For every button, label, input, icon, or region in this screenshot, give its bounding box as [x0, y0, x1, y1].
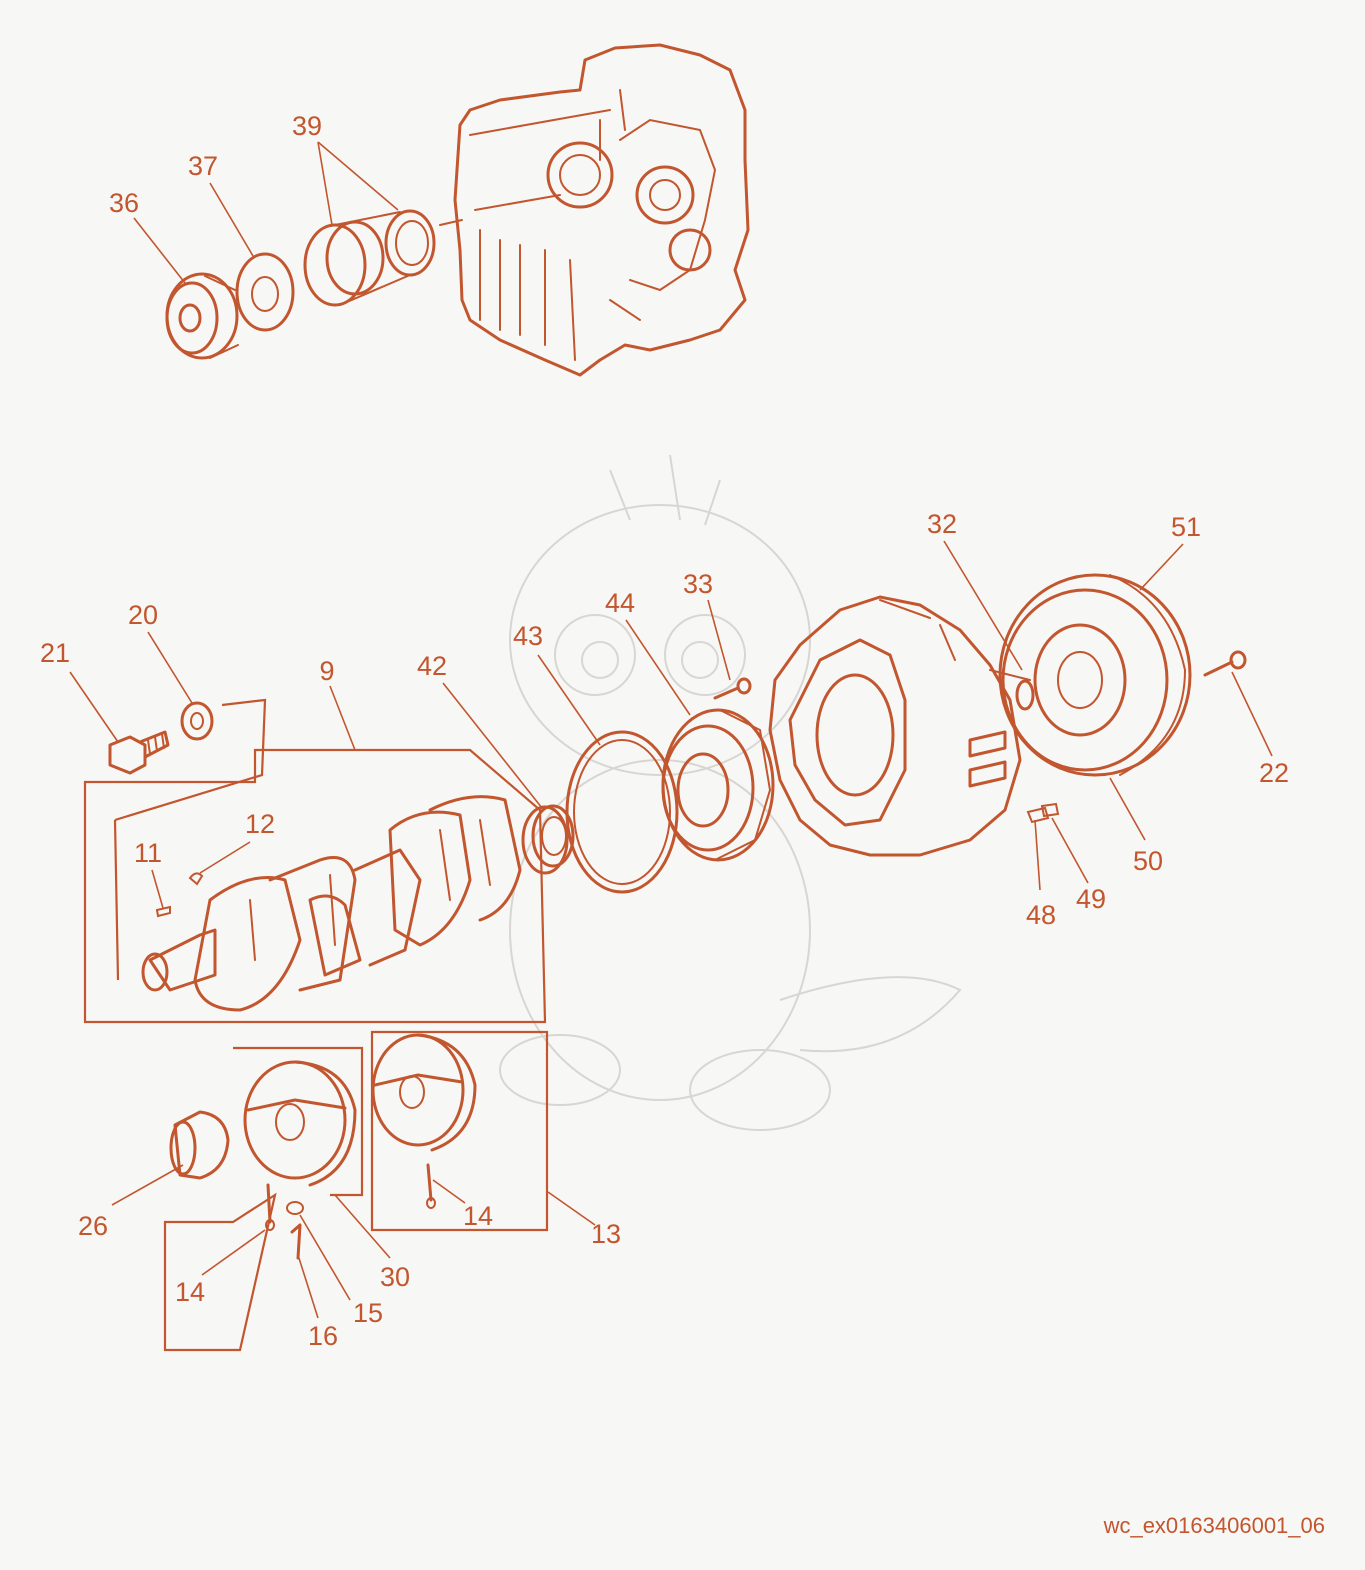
callout-16: 16: [308, 1321, 338, 1351]
callout-11: 11: [134, 838, 162, 868]
balancer-weight-part-13: [371, 1033, 477, 1152]
bolt-part-14-lower: [265, 1183, 275, 1231]
balancer-weight-part-30: [243, 1060, 357, 1187]
bolt-part-14-upper: [426, 1163, 436, 1209]
crankshaft-group-frame-dashed: [113, 698, 267, 981]
oil-seal-part-42: [521, 804, 575, 875]
callout-15: 15: [353, 1298, 383, 1328]
callout-21: 21: [40, 638, 70, 668]
group-13-frame: [370, 1030, 549, 1232]
group-30-frame: [163, 1046, 364, 1352]
drawing-id: wc_ex0163406001_06: [1103, 1513, 1325, 1538]
leader-lines: [69, 141, 1273, 1319]
crankshaft-part-9: [141, 795, 522, 1012]
engine-block: [439, 43, 750, 377]
callout-37: 37: [188, 151, 218, 181]
callout-42: 42: [417, 651, 447, 681]
callout-39: 39: [292, 111, 322, 141]
callout-49: 49: [1076, 884, 1106, 914]
callout-43: 43: [513, 621, 543, 651]
callout-33: 33: [683, 569, 713, 599]
callout-50: 50: [1133, 846, 1163, 876]
callout-44: 44: [605, 588, 635, 618]
callout-20: 20: [128, 600, 158, 630]
callout-12: 12: [245, 809, 275, 839]
seal-carrier-part-44: [661, 708, 775, 862]
callout-14-lower: 14: [175, 1277, 205, 1307]
callout-51: 51: [1171, 512, 1201, 542]
washer-part-15: [286, 1201, 304, 1215]
callout-labels: 36 37 39 21 20 9 42 43 44 33 32 51 22 50…: [40, 111, 1289, 1351]
key-part-11: [155, 905, 171, 918]
callout-36: 36: [109, 188, 139, 218]
lock-plate-part-48-49: [1026, 802, 1060, 824]
bolt-part-33: [713, 677, 752, 700]
bolt-part-22: [1203, 650, 1247, 677]
washer-part-20: [180, 701, 214, 741]
callout-13: 13: [591, 1219, 621, 1249]
flywheel-part-51: [998, 573, 1192, 777]
callout-48: 48: [1026, 900, 1056, 930]
bearing-rings-part-39: [303, 209, 436, 307]
key-part-12: [188, 872, 204, 886]
crankshaft-group-frame: [83, 748, 547, 1024]
timing-gear-part-36: [165, 272, 239, 360]
callout-30: 30: [380, 1262, 410, 1292]
thrust-washer-part-37: [235, 252, 295, 332]
watermark-figure: [499, 454, 962, 1131]
flywheel-housing-part-32: [768, 595, 1035, 857]
callout-22: 22: [1259, 758, 1289, 788]
callout-26: 26: [78, 1211, 108, 1241]
callout-14-upper: 14: [463, 1201, 493, 1231]
hex-bolt-part-21: [108, 730, 170, 775]
callout-9: 9: [319, 656, 334, 686]
gasket-part-43: [565, 730, 679, 894]
callout-32: 32: [927, 509, 957, 539]
screw-part-16: [290, 1223, 302, 1260]
bushing-part-26: [169, 1110, 230, 1180]
